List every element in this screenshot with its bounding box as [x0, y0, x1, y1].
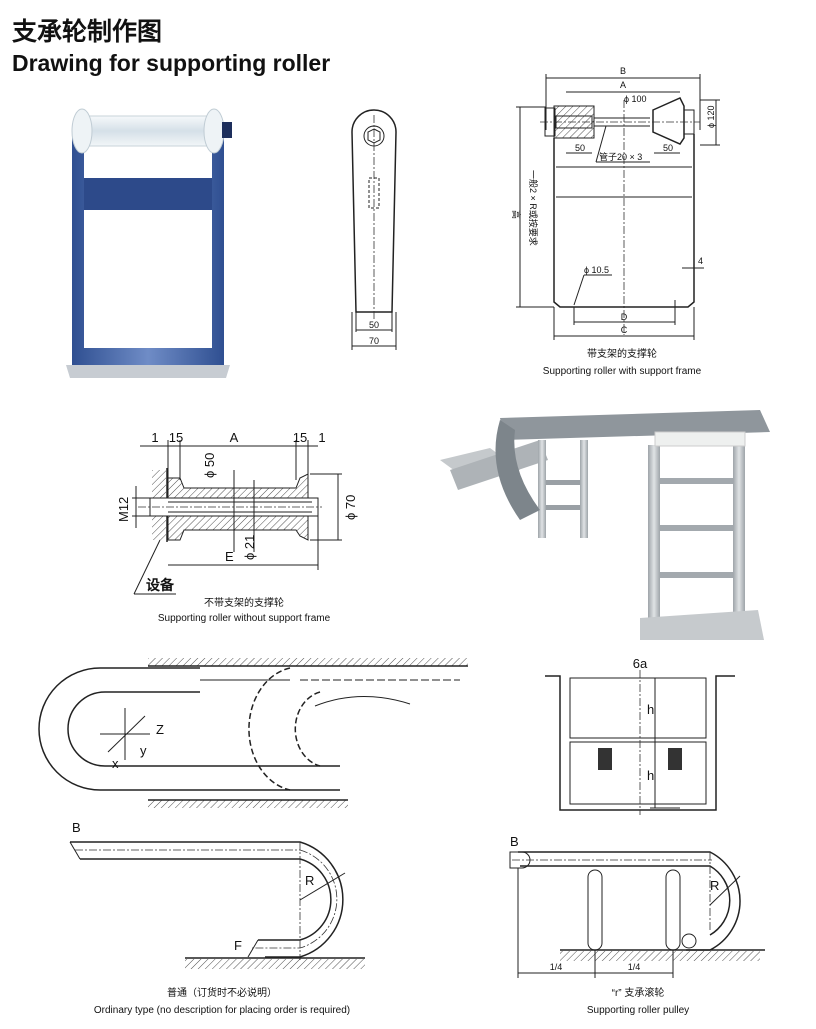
pipe-spec: 管子20 × 3 [599, 151, 642, 162]
thread-M12: M12 [116, 497, 131, 522]
dim-A: A [230, 430, 239, 445]
dim-1-left: 1 [151, 430, 158, 445]
title-chinese: 支承轮制作图 [12, 17, 163, 46]
quarter-1: 1/4 [550, 962, 563, 972]
roller-pulley-drawing: B R 1/4 1/4 “r” 支承滚轮 Supporting roller p… [509, 834, 765, 1016]
roller-frame-photo [66, 108, 232, 378]
axis-x: x [112, 756, 119, 771]
dim-50-left: 50 [575, 143, 585, 153]
label-B: B [72, 820, 81, 835]
dim-A: A [620, 80, 626, 90]
caption-ordinary-en: Ordinary type (no description for placin… [94, 1005, 350, 1016]
dim-E: E [225, 549, 234, 564]
frame-section-drawing: 6a h h [545, 656, 735, 815]
dim-50: 50 [369, 320, 379, 330]
dia-70: ϕ 70 [343, 495, 358, 520]
dim-C: C [621, 325, 628, 335]
dim-15-right: 15 [293, 430, 307, 445]
axis-y: y [140, 743, 147, 758]
side-view-drawing: 50 70 [351, 109, 397, 350]
dia-100: ϕ 100 [624, 94, 647, 104]
dim-50-right: 50 [663, 143, 673, 153]
chain-motion-drawing: x y Z [38, 658, 468, 808]
axis-z: Z [156, 722, 164, 737]
caption-without-frame-en: Supporting roller without support frame [158, 613, 331, 624]
dim-1-right: 1 [318, 430, 325, 445]
caption-with-frame-cn: 带支架的支撑轮 [587, 347, 657, 360]
label-F: F [234, 938, 242, 953]
dia-50: ϕ 50 [202, 453, 217, 478]
dim-15-left: 15 [169, 430, 183, 445]
roller-without-frame-drawing: 1 15 A 15 1 ϕ 50 ϕ 21 M12 ϕ 70 E 设备 不带支架… [116, 430, 358, 624]
label-R: R [305, 873, 314, 888]
label-R: R [710, 878, 719, 893]
caption-ordinary-cn: 普通（订货时不必说明） [167, 986, 277, 999]
dia-21: ϕ 21 [242, 535, 257, 560]
dim-6a: 6a [633, 656, 648, 671]
dia-120: ϕ 120 [706, 105, 716, 128]
dim-h-top: h [647, 702, 654, 717]
height-note: 一般2 × R或按要求 [528, 170, 539, 246]
cable-chain-photo [440, 410, 770, 640]
ordinary-type-drawing: B R F 普通（订货时不必说明） Ordinary type (no desc… [69, 820, 365, 1016]
equipment-label: 设备 [146, 577, 175, 593]
caption-without-frame-cn: 不带支架的支撑轮 [204, 596, 284, 609]
dim-B: B [620, 66, 626, 76]
dim-70: 70 [369, 336, 379, 346]
title-english: Drawing for supporting roller [12, 50, 331, 76]
height-label: 高 [511, 210, 522, 219]
roller-with-frame-drawing: B A ϕ 100 ϕ 120 50 50 管子20 × 3 高 一般2 × R… [511, 66, 720, 377]
thickness-4: 4 [698, 256, 703, 266]
caption-pulley-en: Supporting roller pulley [587, 1005, 689, 1016]
hole-dia: ϕ 10.5 [584, 265, 609, 275]
caption-with-frame-en: Supporting roller with support frame [543, 366, 702, 377]
dim-h-bottom: h [647, 768, 654, 783]
quarter-2: 1/4 [628, 962, 641, 972]
caption-pulley-cn: “r” 支承滚轮 [612, 986, 665, 999]
label-B: B [510, 834, 519, 849]
dim-D: D [621, 312, 628, 322]
